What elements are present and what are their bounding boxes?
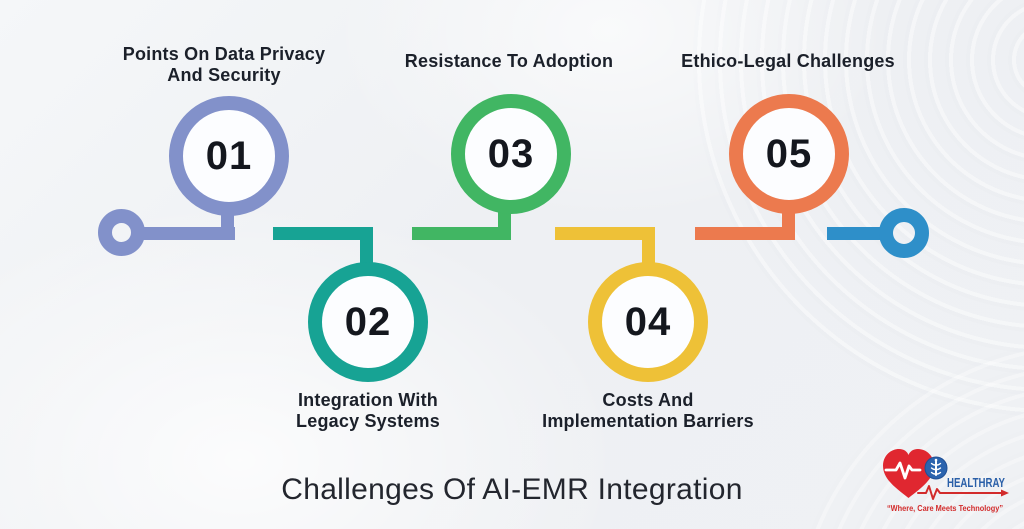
page-title: Challenges Of AI-EMR Integration <box>281 473 743 506</box>
connector-stem-5 <box>782 212 795 240</box>
connector-segment-5 <box>695 227 795 240</box>
logo-arrow-icon <box>917 485 1009 500</box>
step-circle-1: 01 <box>169 96 289 216</box>
caduceus-icon <box>930 458 942 476</box>
step-number-3: 03 <box>487 132 535 176</box>
step-circle-5: 05 <box>729 94 849 214</box>
step-label-5: Ethico-Legal Challenges <box>681 51 895 71</box>
connector-stem-2 <box>360 227 373 266</box>
step-number-2: 02 <box>344 300 392 344</box>
connector-stem-3 <box>498 212 511 240</box>
step-circle-3: 03 <box>451 94 571 214</box>
step-label-3: Resistance To Adoption <box>404 51 614 71</box>
connector-segment-4 <box>555 227 655 240</box>
step-label-2: Integration With Legacy Systems <box>296 390 440 431</box>
connector-segment-2 <box>273 227 373 240</box>
step-circle-4: 04 <box>588 262 708 382</box>
heart-icon <box>883 449 934 498</box>
ekg-trace-icon <box>884 461 922 480</box>
step-label-1: Points On Data Privacy And Security <box>122 44 326 85</box>
start-cap-ring <box>98 209 145 256</box>
healthray-logo: HEALTHRAY “Where, Care Meets Technology” <box>883 449 1009 513</box>
connector-stem-1 <box>221 212 234 240</box>
step-label-4: Costs And Implementation Barriers <box>542 390 754 431</box>
logo-name: HEALTHRAY <box>947 476 1006 490</box>
step-number-1: 01 <box>205 134 253 178</box>
connector-segment-1 <box>139 227 235 240</box>
step-number-4: 04 <box>624 300 672 344</box>
connector-stem-4 <box>642 227 655 266</box>
connector-segment-end <box>827 227 883 240</box>
step-number-5: 05 <box>765 132 813 176</box>
step-circle-2: 02 <box>308 262 428 382</box>
end-cap-ring <box>879 208 929 258</box>
connector-segment-3 <box>412 227 511 240</box>
logo-tagline: “Where, Care Meets Technology” <box>887 504 1003 513</box>
